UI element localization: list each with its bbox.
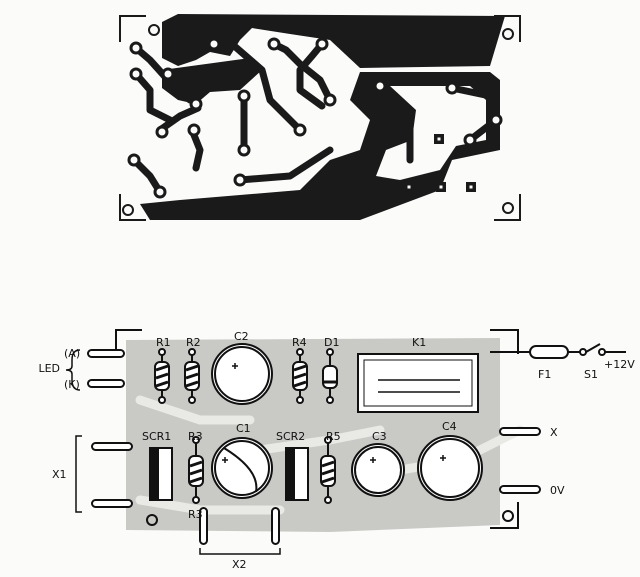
x2-wire-right xyxy=(271,507,280,545)
x-wire xyxy=(499,427,541,436)
component-layout xyxy=(65,329,626,555)
scrs xyxy=(149,447,309,501)
label-x1: X1 xyxy=(52,468,67,481)
label-cathode: (K) xyxy=(64,378,80,391)
switch-s1 xyxy=(585,343,601,353)
x1-bracket xyxy=(75,435,82,513)
corner-marks-bottom xyxy=(115,329,519,529)
label-r2: R2 xyxy=(186,336,201,349)
fuse-f1 xyxy=(529,345,569,359)
label-s1: S1 xyxy=(584,368,598,381)
x1-wire-top xyxy=(91,442,133,451)
led-anode-wire xyxy=(87,349,125,358)
capacitor-c3 xyxy=(351,443,405,497)
label-r3-bottom: R3 xyxy=(188,508,203,521)
label-r1: R1 xyxy=(156,336,171,349)
led-brace xyxy=(65,349,81,391)
label-led: LED xyxy=(38,362,60,375)
capacitors xyxy=(211,343,483,501)
label-r3-top: R3 xyxy=(188,430,203,443)
label-anode: (A) xyxy=(64,347,80,360)
label-r4: R4 xyxy=(292,336,307,349)
capacitor-c1 xyxy=(211,437,273,499)
relay-k1 xyxy=(357,353,479,413)
diode-d1-body xyxy=(322,365,338,389)
copper-top-bus xyxy=(162,14,505,68)
capacitor-c4 xyxy=(417,435,483,501)
label-f1: F1 xyxy=(538,368,551,381)
label-c4: C4 xyxy=(442,420,457,433)
labels: LED (A) (K) X1 X2 X 0V F1 S1 +12V R1 R2 … xyxy=(38,330,635,571)
label-k1: K1 xyxy=(412,336,426,349)
label-r5: R5 xyxy=(326,430,341,443)
label-scr2: SCR2 xyxy=(276,430,305,443)
label-c3: C3 xyxy=(372,430,387,443)
pads xyxy=(127,37,503,199)
ov-wire xyxy=(499,485,541,494)
label-supply: +12V xyxy=(604,358,635,371)
x2-wire-left xyxy=(199,507,208,545)
label-0v: 0V xyxy=(550,484,565,497)
copper-layout xyxy=(119,14,521,221)
label-x2: X2 xyxy=(232,558,247,571)
led-cathode-wire xyxy=(87,379,125,388)
resistors xyxy=(154,348,338,504)
capacitor-c2 xyxy=(211,343,273,405)
x1-wire-bottom xyxy=(91,499,133,508)
label-c2: C2 xyxy=(234,330,249,343)
x2-bracket xyxy=(199,548,281,555)
label-c1: C1 xyxy=(236,422,251,435)
label-x: X xyxy=(550,426,558,439)
label-scr1: SCR1 xyxy=(142,430,171,443)
label-d1: D1 xyxy=(324,336,339,349)
